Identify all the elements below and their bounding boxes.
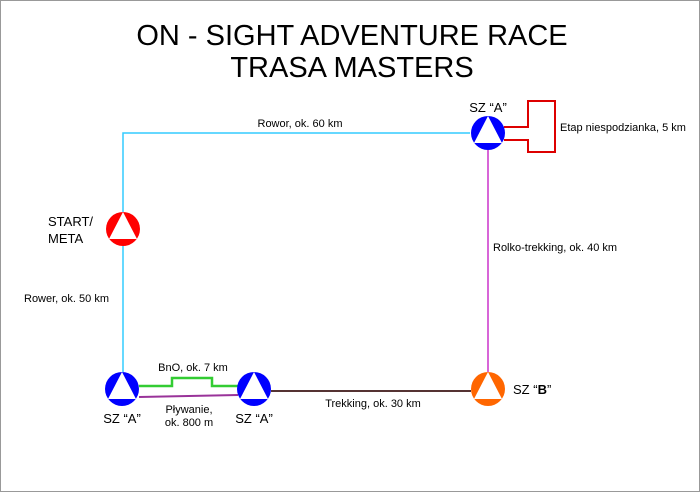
leg-surprise bbox=[504, 100, 556, 153]
leg-trek-label: Trekking, ok. 30 km bbox=[325, 398, 421, 410]
checkpoint-bottom-left bbox=[105, 372, 139, 406]
leg-bike-left-label: Rower, ok. 50 km bbox=[24, 293, 109, 305]
leg-inline-label: Rolko-trekking, ok. 40 km bbox=[493, 242, 617, 254]
leg-bike-top-label: Rowor, ok. 60 km bbox=[258, 118, 343, 130]
leg-orienteering-label: BnO, ok. 7 km bbox=[158, 362, 228, 374]
checkpoint-bottom-right bbox=[471, 372, 505, 406]
leg-orienteering bbox=[139, 376, 238, 388]
checkpoint-bottom-mid bbox=[237, 372, 271, 406]
title-line-2: TRASA MASTERS bbox=[230, 52, 473, 84]
leg-swim-label-2: ok. 800 m bbox=[165, 417, 213, 429]
top-right-label: SZ “A” bbox=[469, 100, 507, 115]
title-line-1: ON - SIGHT ADVENTURE RACE bbox=[136, 20, 567, 52]
checkpoint-start bbox=[106, 212, 140, 246]
leg-bike-top bbox=[122, 132, 470, 212]
start-label-1: START/ bbox=[48, 214, 93, 229]
bottom-right-label: SZ “B” bbox=[513, 382, 551, 397]
bottom-mid-label: SZ “A” bbox=[235, 411, 273, 426]
leg-surprise-label: Etap niespodzianka, 5 km bbox=[560, 122, 686, 134]
leg-swim bbox=[138, 394, 239, 398]
leg-swim-label-1: Pływanie, bbox=[165, 404, 212, 416]
bottom-left-label: SZ “A” bbox=[103, 411, 141, 426]
checkpoint-top-right bbox=[471, 116, 505, 150]
start-label-2: META bbox=[48, 231, 83, 246]
